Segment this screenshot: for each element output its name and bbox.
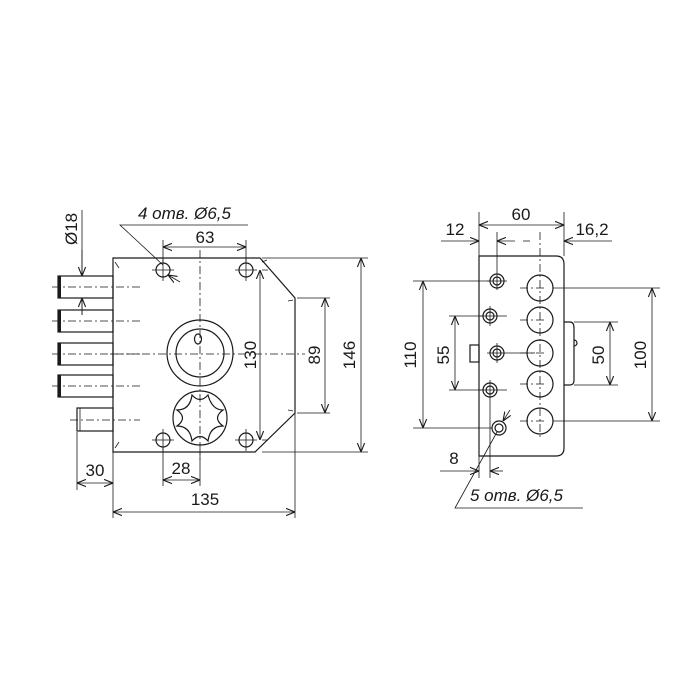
dim-135: 135 (191, 490, 219, 509)
dim-8: 8 (449, 449, 458, 468)
thumb-knob (172, 390, 228, 446)
dim-50: 50 (589, 346, 608, 365)
small-holes (480, 232, 535, 460)
dim-100: 100 (631, 341, 650, 369)
dim-89: 89 (305, 346, 324, 365)
mounting-holes (152, 259, 257, 451)
bolt-holes (520, 232, 554, 440)
dim-146: 146 (340, 341, 359, 369)
cylinder (166, 319, 234, 387)
face-plate (478, 255, 565, 457)
dim-110: 110 (401, 341, 420, 368)
dim-28: 28 (172, 459, 191, 478)
dim-55: 55 (434, 346, 453, 365)
dim-130: 130 (241, 341, 260, 369)
bolt-diameter-label: Ø18 (62, 213, 81, 245)
bolts (52, 275, 140, 432)
lock-body-outline (112, 257, 296, 453)
side-holes-note: 5 отв. Ø6,5 (470, 486, 564, 505)
dim-63: 63 (196, 228, 215, 247)
dim-60: 60 (512, 205, 531, 224)
front-holes-note: 4 отв. Ø6,5 (138, 204, 232, 223)
side-view: 60 12 16,2 110 55 50 100 8 5 отв. Ø6,5 (401, 205, 660, 509)
dim-16-2: 16,2 (575, 220, 608, 239)
dim-12: 12 (446, 220, 465, 239)
front-view: 4 отв. Ø6,5 Ø18 63 130 89 146 135 30 28 (52, 204, 368, 518)
dim-30: 30 (86, 461, 105, 480)
